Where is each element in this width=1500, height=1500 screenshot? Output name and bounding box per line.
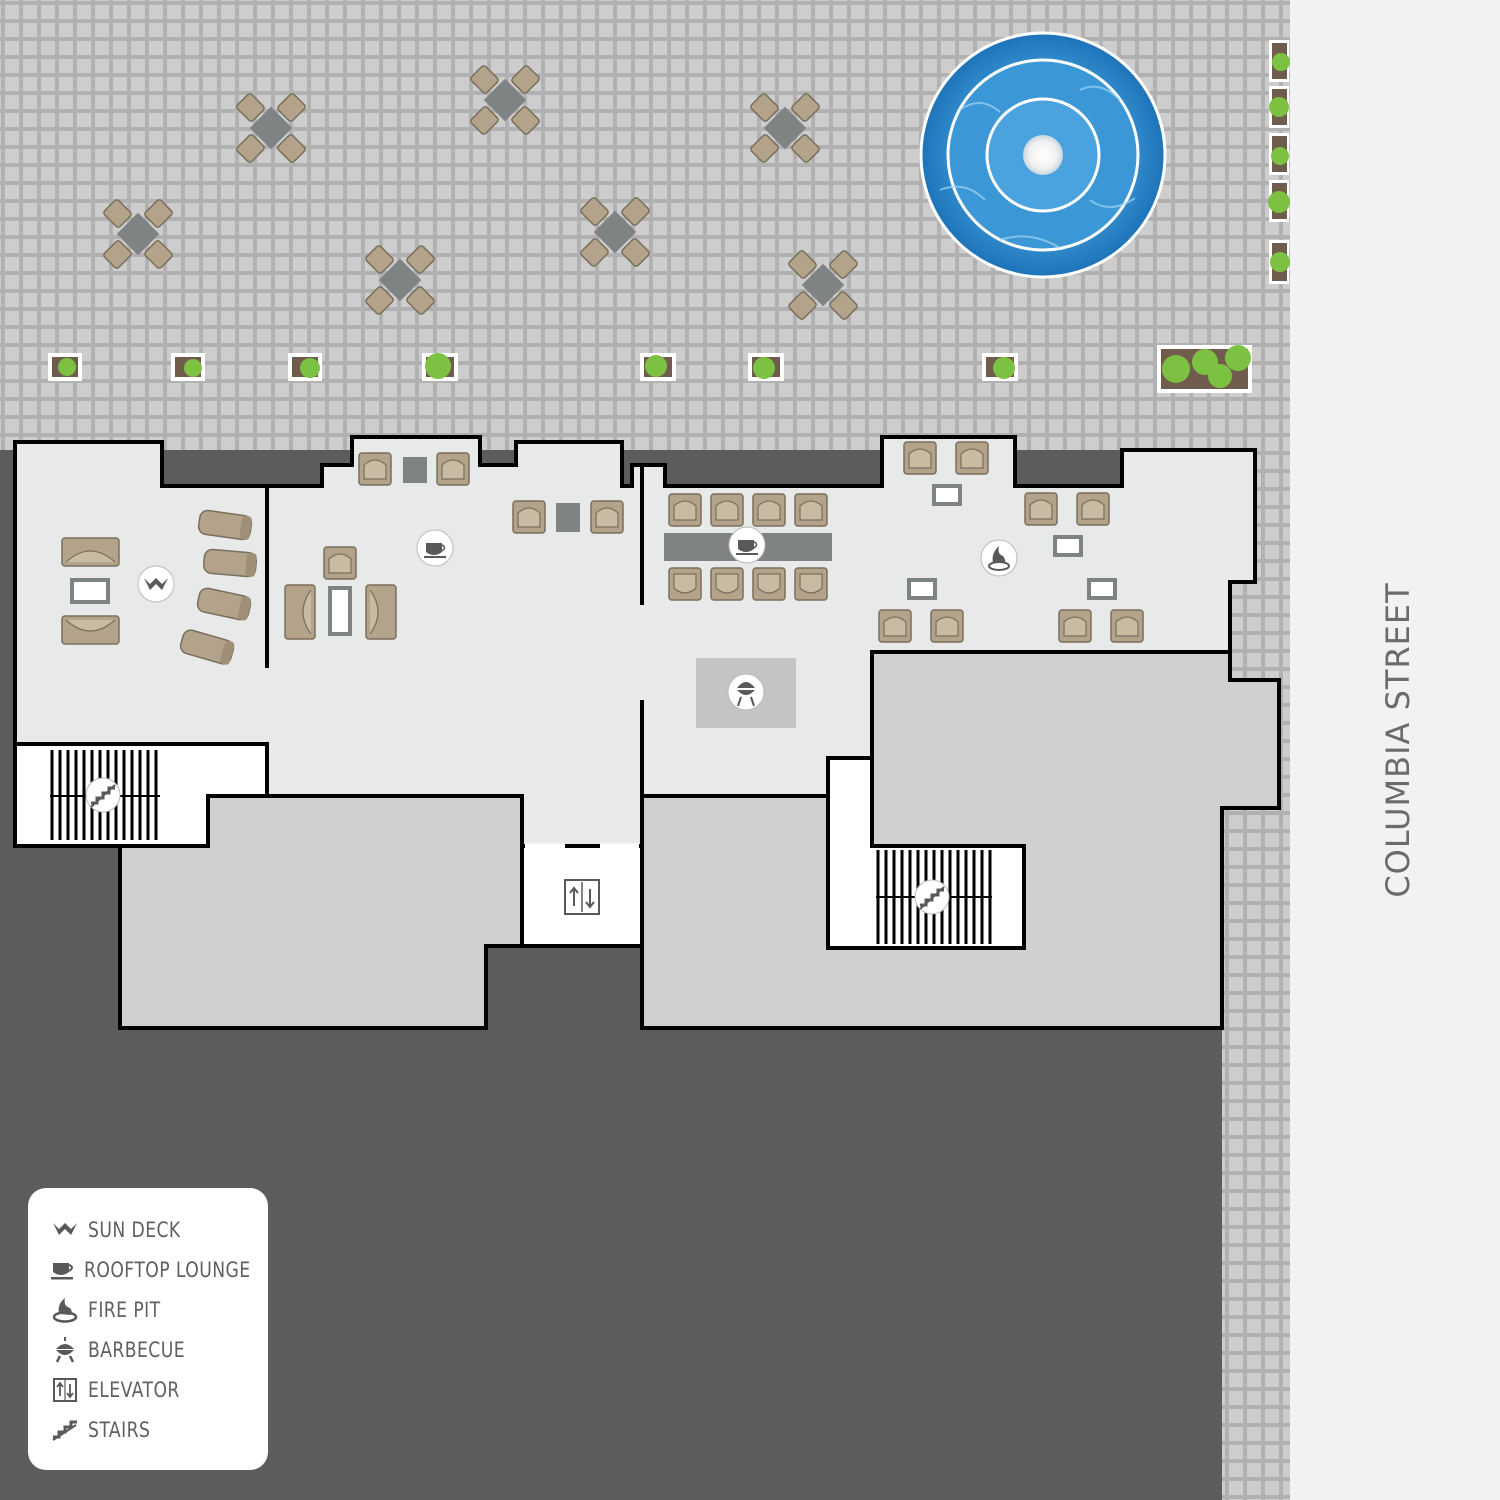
planter-row	[48, 345, 1252, 393]
legend-item-rooftop-lounge: ROOFTOP LOUNGE	[50, 1250, 268, 1290]
legend-label: BARBECUE	[88, 1338, 186, 1362]
fire-pit-seating	[878, 441, 1144, 643]
sun-deck-icon	[50, 1215, 80, 1245]
stairwell-east	[826, 756, 1026, 950]
legend-label: STAIRS	[88, 1418, 151, 1442]
barbecue-icon	[50, 1335, 80, 1365]
legend-item-sun-deck: SUN DECK	[50, 1210, 268, 1250]
legend-item-barbecue: BARBECUE	[50, 1330, 268, 1370]
fire-pit-icon	[50, 1295, 80, 1325]
map-legend: SUN DECK ROOFTOP LOUNGE FIRE PIT BARBECU…	[28, 1188, 268, 1470]
legend-item-elevator: ELEVATOR	[50, 1370, 268, 1410]
columbia-street	[1290, 0, 1500, 1500]
legend-label: ROOFTOP LOUNGE	[84, 1258, 251, 1282]
elevator-icon	[50, 1375, 80, 1405]
legend-label: FIRE PIT	[88, 1298, 161, 1322]
rooftop-lounge-icon	[50, 1255, 76, 1285]
legend-label: ELEVATOR	[88, 1378, 180, 1402]
sidewalk-planters	[1268, 40, 1290, 284]
legend-label: SUN DECK	[88, 1218, 181, 1242]
elevator-icon	[564, 879, 600, 915]
rooftop-lounge-marker	[728, 526, 766, 564]
sun-deck-marker	[137, 565, 175, 603]
fountain	[919, 31, 1167, 279]
street-name-label: COLUMBIA STREET	[1379, 582, 1417, 898]
stairwell-west	[13, 742, 269, 848]
rooftop-lounge-marker	[416, 529, 454, 567]
stairs-icon	[50, 1415, 80, 1445]
legend-item-stairs: STAIRS	[50, 1410, 268, 1450]
legend-item-fire-pit: FIRE PIT	[50, 1290, 268, 1330]
barbecue-marker	[727, 673, 765, 711]
fire-pit-marker	[980, 539, 1018, 577]
sidewalk-paving	[1222, 440, 1290, 1500]
lounge-seating-west	[284, 452, 624, 640]
sun-deck-furniture	[61, 508, 258, 667]
